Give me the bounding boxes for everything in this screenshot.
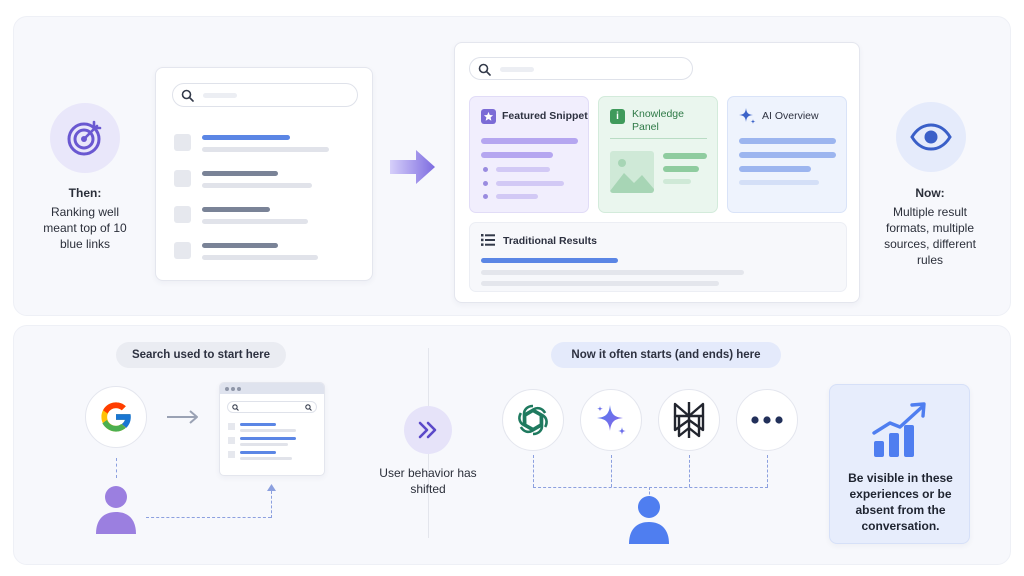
search-bar [227, 401, 317, 413]
search-bar[interactable] [172, 83, 358, 107]
ai-overview-card[interactable]: AI Overview [727, 96, 847, 213]
ai-start-pill: Now it often starts (and ends) here [551, 342, 781, 368]
result-link[interactable] [202, 207, 270, 212]
sparkle-icon [739, 108, 756, 124]
knowledge-panel-card[interactable]: i Knowledge Panel [598, 96, 718, 213]
more-options-icon[interactable] [736, 389, 798, 451]
arrow-right-icon [167, 410, 198, 424]
connector-line [767, 455, 768, 487]
chatgpt-icon[interactable] [502, 389, 564, 451]
result-link[interactable] [202, 171, 278, 176]
gemini-sparkle-icon[interactable] [580, 389, 642, 451]
knowledge-panel-title: Knowledge Panel [632, 108, 684, 133]
info-icon: i [610, 109, 625, 124]
connector-line [271, 491, 272, 518]
search-icon [478, 63, 491, 76]
perplexity-icon[interactable] [658, 389, 720, 451]
user-icon [96, 486, 136, 534]
behavior-shift-text: User behavior has shifted [379, 466, 477, 496]
growth-chart-icon [872, 402, 926, 457]
now-label: Now: [915, 186, 945, 200]
then-label: Then: [68, 186, 102, 200]
connector-line [116, 458, 117, 478]
callout-text: Be visible in these experiences or be ab… [848, 471, 953, 533]
ai-overview-title: AI Overview [762, 110, 819, 122]
image-placeholder-icon [610, 151, 654, 193]
google-icon[interactable] [85, 386, 147, 448]
result-thumb [174, 134, 191, 151]
featured-snippet-title: Featured Snippet [502, 110, 588, 122]
arrow-up-icon [267, 484, 276, 491]
result-thumb [174, 242, 191, 259]
search-start-pill: Search used to start here [116, 342, 286, 368]
classic-serp-card [155, 67, 373, 281]
traditional-results-card[interactable]: Traditional Results [469, 222, 847, 292]
connector-line [533, 487, 768, 488]
star-icon [481, 109, 496, 124]
result-link[interactable] [202, 135, 290, 140]
eye-icon [896, 102, 966, 172]
search-icon [305, 404, 312, 411]
connector-line [689, 455, 690, 487]
connector-line [649, 487, 650, 499]
search-bar[interactable] [469, 57, 693, 80]
target-icon [50, 103, 120, 173]
featured-snippet-card[interactable]: Featured Snippet [469, 96, 589, 213]
connector-line [533, 455, 534, 487]
now-text: Multiple result formats, multiple source… [884, 205, 976, 267]
arrow-right-icon [390, 150, 435, 184]
traditional-results-title: Traditional Results [503, 235, 597, 247]
search-icon [181, 89, 194, 102]
modern-serp-card: Featured Snippet i Knowledge Panel AI Ov… [454, 42, 860, 303]
connector-line [146, 517, 271, 518]
visibility-callout-card: Be visible in these experiences or be ab… [829, 384, 970, 544]
double-chevron-icon [404, 406, 452, 454]
then-text: Ranking well meant top of 10 blue links [43, 205, 127, 251]
connector-line [611, 455, 612, 487]
mini-browser-window [219, 382, 325, 476]
result-thumb [174, 206, 191, 223]
user-icon [629, 496, 669, 544]
result-link[interactable] [202, 243, 278, 248]
list-icon [481, 234, 495, 246]
search-icon [232, 404, 239, 411]
result-thumb [174, 170, 191, 187]
